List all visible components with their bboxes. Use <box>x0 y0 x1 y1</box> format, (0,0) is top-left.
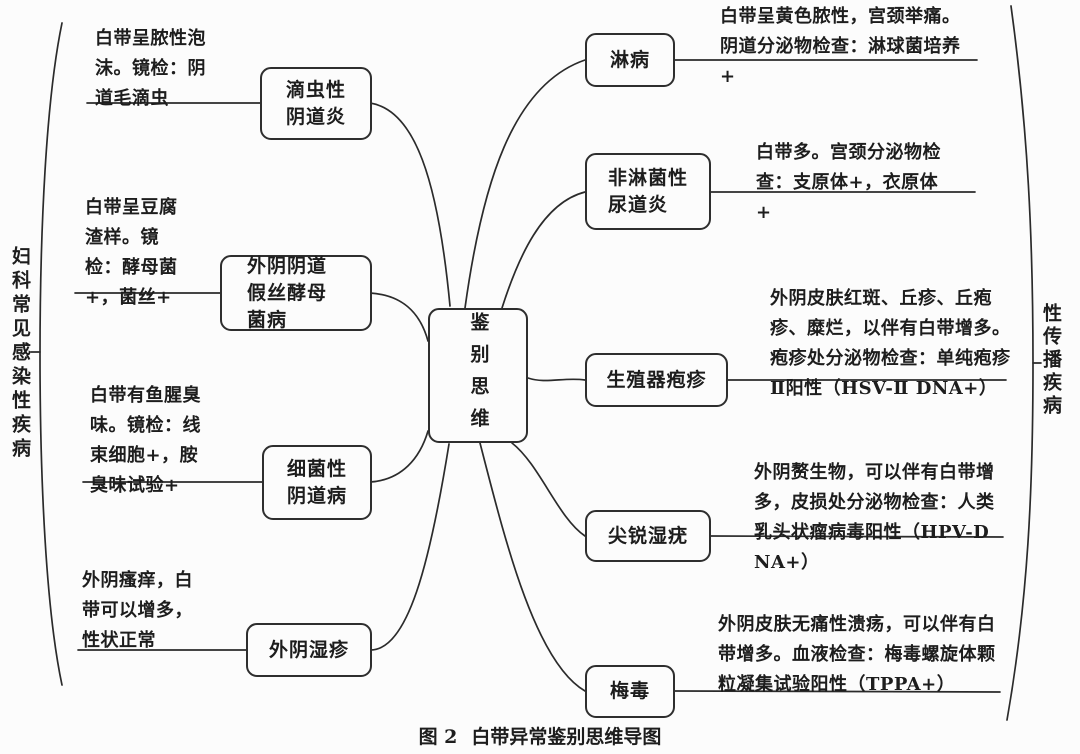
node-gonorrhea-label: 淋病 <box>609 48 650 71</box>
curve-trichomonal-center <box>369 102 451 307</box>
curve-center-ngu <box>501 191 586 309</box>
center-node: 鉴别思维 <box>428 308 528 443</box>
note-condyloma-acuminatum: 外阴赘生物，可以伴有白带增多，皮损处分泌物检查：人类乳头状瘤病毒阳性（HPV-D… <box>754 462 995 573</box>
node-nongonococcal-urethritis-label: 非淋菌性尿道炎 <box>608 166 689 216</box>
curve-eczema-center <box>369 443 450 651</box>
figure-caption-title: 白带异常鉴别思维导图 <box>471 726 662 748</box>
node-nongonococcal-urethritis: 非淋菌性尿道炎 <box>585 153 711 230</box>
node-condyloma-acuminatum-label: 尖锐湿疣 <box>607 524 688 547</box>
note-vulvovaginal-candidiasis: 白带呈豆腐渣样。镜检：酵母菌+，菌丝+ <box>85 197 178 308</box>
node-genital-herpes-label: 生殖器疱疹 <box>606 368 707 391</box>
node-trichomonal-vaginitis: 滴虫性阴道炎 <box>260 67 372 140</box>
node-condyloma-acuminatum: 尖锐湿疣 <box>585 510 711 562</box>
node-vulvovaginal-candidiasis: 外阴阴道假丝酵母菌病 <box>220 255 372 331</box>
right-category-label: 性传播疾病 <box>1040 303 1062 418</box>
figure-caption-number: 图 2 <box>418 726 458 748</box>
node-trichomonal-vaginitis-label: 滴虫性阴道炎 <box>286 78 347 128</box>
node-gonorrhea: 淋病 <box>585 33 675 87</box>
note-syphilis: 外阴皮肤无痛性溃疡，可以伴有白带增多。血液检查：梅毒螺旋体颗粒凝集试验阳性（TP… <box>718 614 996 695</box>
figure-caption: 图 2 白带异常鉴别思维导图 <box>0 722 1080 749</box>
note-bacterial-vaginosis: 白带有鱼腥臭味。镜检：线束细胞+，胺臭味试验+ <box>90 385 201 496</box>
left-category-label: 妇科常见感染性疾病 <box>9 246 31 462</box>
note-gonorrhea: 白带呈黄色脓性，宫颈举痛。阴道分泌物检查：淋球菌培养+ <box>720 6 961 87</box>
left-brace <box>39 22 63 686</box>
node-vulvar-eczema: 外阴湿疹 <box>246 623 372 677</box>
line-condyloma <box>709 535 1004 538</box>
node-vulvovaginal-candidiasis-label: 外阴阴道假丝酵母菌病 <box>247 254 328 331</box>
curve-center-herpes <box>527 377 586 382</box>
node-genital-herpes: 生殖器疱疹 <box>585 353 728 407</box>
center-node-label: 鉴别思维 <box>467 311 490 440</box>
note-vulvar-eczema: 外阴瘙痒，白带可以增多，性状正常 <box>82 570 193 651</box>
curve-center-condyloma <box>511 442 586 537</box>
curve-center-syphilis <box>479 442 586 692</box>
curve-center-gonorrhea <box>464 59 586 309</box>
curve-bacterial-center <box>369 430 429 483</box>
note-trichomonal-vaginitis: 白带呈脓性泡沫。镜检：阴道毛滴虫 <box>95 28 206 109</box>
node-syphilis-label: 梅毒 <box>609 680 650 702</box>
node-vulvar-eczema-label: 外阴湿疹 <box>268 638 349 661</box>
curve-candida-center <box>369 292 429 342</box>
node-bacterial-vaginosis-label: 细菌性阴道病 <box>287 457 348 507</box>
node-syphilis: 梅毒 <box>585 665 675 718</box>
line-syphilis <box>674 690 1001 693</box>
note-nongonococcal-urethritis: 白带多。宫颈分泌物检查：支原体+，衣原体+ <box>756 142 941 223</box>
note-genital-herpes: 外阴皮肤红斑、丘疹、丘疱疹、糜烂，以伴有白带增多。疱疹处分泌物检查：单纯疱疹Ⅱ阳… <box>770 288 1011 399</box>
node-bacterial-vaginosis: 细菌性阴道病 <box>262 445 372 520</box>
